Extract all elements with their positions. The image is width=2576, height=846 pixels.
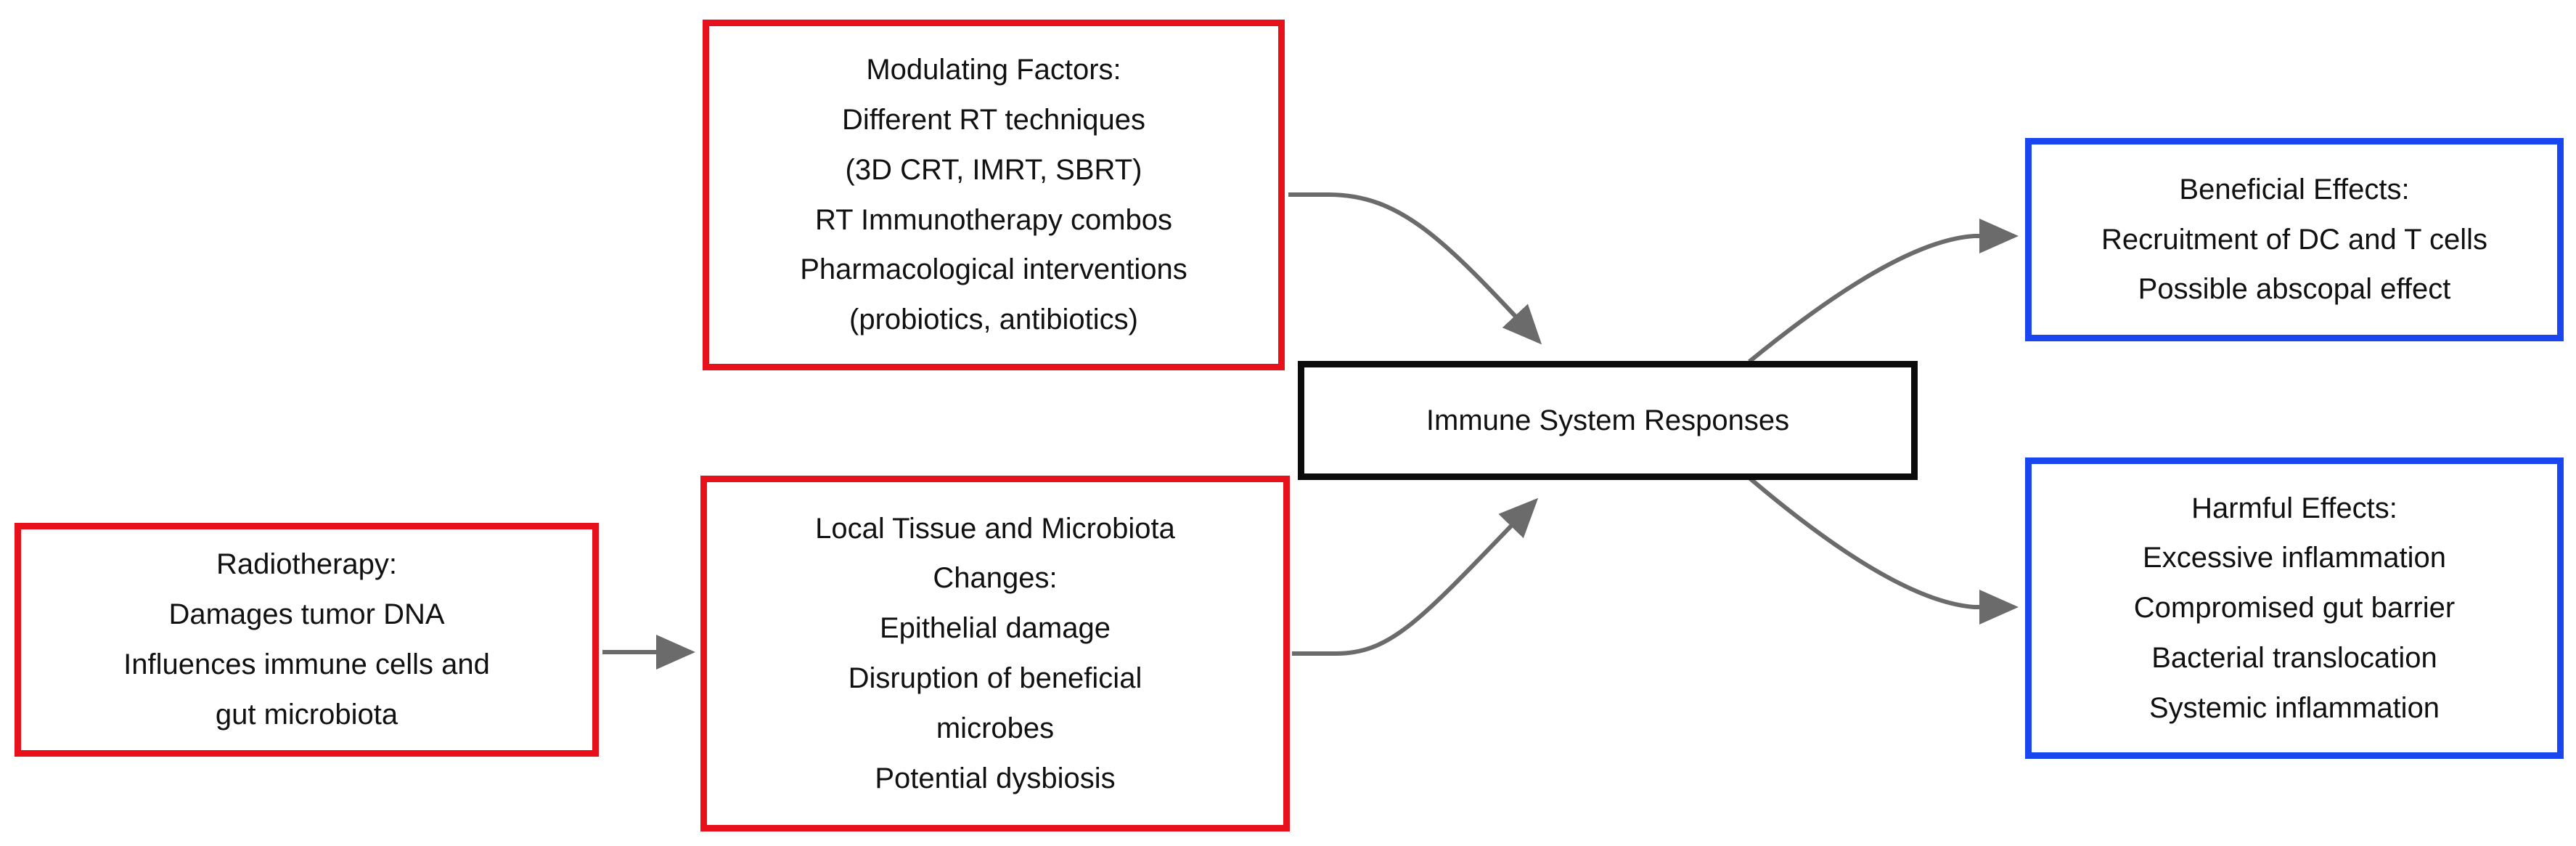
node-line: Modulating Factors: [866, 54, 1121, 86]
node-line: Harmful Effects: [2191, 492, 2397, 524]
node-immune-system-responses[interactable]: Immune System Responses [1298, 361, 1918, 480]
node-line: microbes [936, 712, 1055, 744]
node-line: Bacterial translocation [2151, 641, 2437, 674]
node-line: Pharmacological interventions [800, 253, 1187, 286]
node-line: gut microbiota [215, 698, 398, 731]
node-local-tissue-and-microbiota-changes[interactable]: Local Tissue and Microbiota Changes: Epi… [700, 476, 1290, 831]
node-line: Systemic inflammation [2148, 691, 2440, 724]
node-line: Possible abscopal effect [2138, 273, 2451, 306]
node-line: (3D CRT, IMRT, SBRT) [845, 153, 1142, 186]
node-line: Changes: [933, 562, 1058, 595]
node-line: (probiotics, antibiotics) [849, 304, 1138, 336]
edge-immune-to-harmful [1748, 476, 2019, 625]
node-line: Influences immune cells and [123, 648, 490, 680]
node-harmful-effects[interactable]: Harmful Effects: Excessive inflammation … [2025, 457, 2564, 759]
node-line: Beneficial Effects: [2179, 173, 2410, 206]
edge-local-tissue-to-immune [1292, 497, 1539, 656]
node-line: Damages tumor DNA [168, 598, 445, 631]
node-line: Excessive inflammation [2143, 542, 2446, 574]
node-line: Disruption of beneficial [848, 662, 1142, 694]
edge-modulating-to-immune [1288, 192, 1542, 345]
node-line: Local Tissue and Microbiota [815, 512, 1175, 545]
node-line: Immune System Responses [1426, 404, 1790, 436]
node-line: Recruitment of DC and T cells [2101, 223, 2488, 256]
node-line: Potential dysbiosis [875, 762, 1116, 794]
node-line: Different RT techniques [841, 103, 1146, 136]
node-radiotherapy[interactable]: Radiotherapy: Damages tumor DNA Influenc… [15, 523, 599, 757]
node-line: RT Immunotherapy combos [814, 203, 1173, 236]
node-modulating-factors[interactable]: Modulating Factors: Different RT techniq… [703, 20, 1285, 370]
node-beneficial-effects[interactable]: Beneficial Effects: Recruitment of DC an… [2025, 138, 2564, 341]
node-line: Compromised gut barrier [2133, 592, 2456, 625]
edge-immune-to-beneficial [1748, 219, 2019, 364]
node-line: Radiotherapy: [216, 548, 398, 581]
node-line: Epithelial damage [880, 612, 1111, 645]
